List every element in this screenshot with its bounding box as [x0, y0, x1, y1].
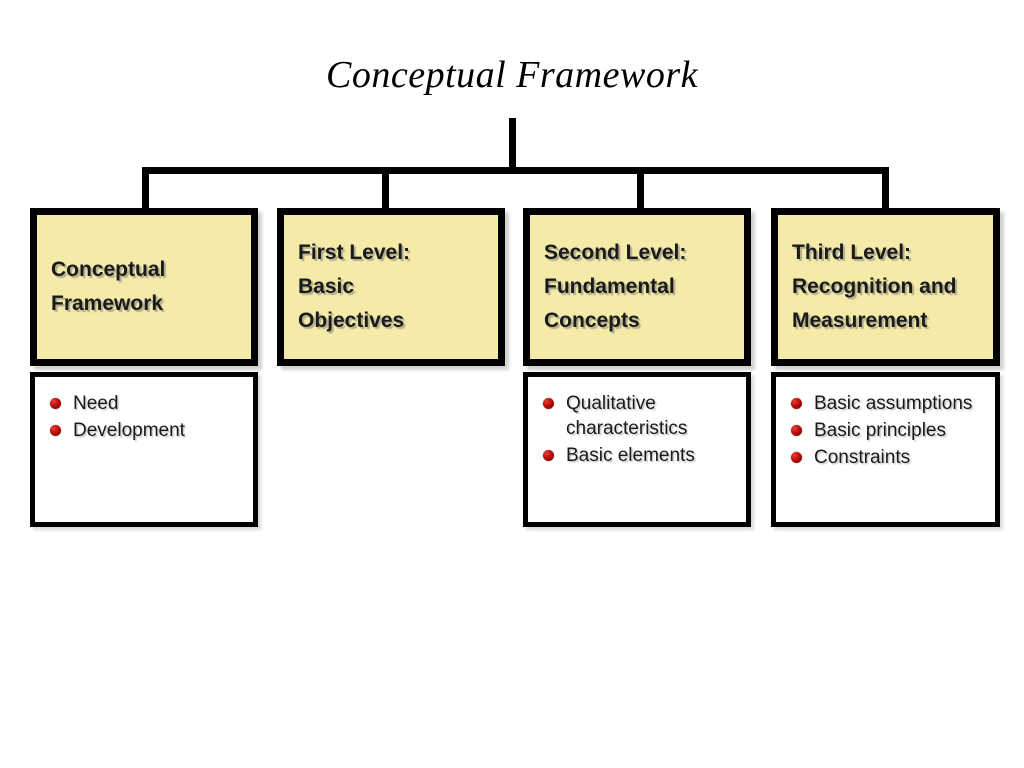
connector-drop-2: [382, 167, 389, 210]
list-item-label: Qualitative characteristics: [566, 393, 688, 440]
list-item[interactable]: Basic principles: [788, 418, 987, 443]
connector-drop-4: [882, 167, 889, 210]
list-item-label: Constraints: [814, 447, 911, 469]
bullet-list: Basic assumptions Basic principles Const…: [776, 377, 995, 470]
bullet-dot-icon: [791, 398, 802, 409]
list-item[interactable]: Basic elements: [540, 443, 738, 468]
list-item-label: Basic principles: [814, 420, 946, 442]
list-item[interactable]: Need: [47, 391, 245, 416]
bullet-dot-icon: [50, 425, 61, 437]
page-title: Conceptual Framework: [325, 54, 698, 96]
header-box-third-level[interactable]: Third Level: Recognition and Measurement: [771, 208, 1000, 366]
bullet-dot-icon: [791, 425, 802, 437]
connector-drop-1: [142, 167, 149, 210]
connector-drop-3: [637, 167, 644, 210]
connector-horizontal-bus: [142, 167, 889, 174]
header-box-second-level[interactable]: Second Level: Fundamental Concepts: [523, 208, 751, 366]
header-box-label: Second Level: Fundamental Concepts: [544, 240, 687, 333]
list-item[interactable]: Basic assumptions: [788, 391, 987, 416]
bullet-dot-icon: [543, 398, 554, 409]
header-box-conceptual-framework[interactable]: Conceptual Framework: [30, 208, 258, 366]
list-item[interactable]: Qualitative characteristics: [540, 391, 738, 441]
list-item[interactable]: Development: [47, 418, 245, 443]
header-box-label: First Level: Basic Objectives: [298, 240, 411, 333]
connector-title-stem: [509, 118, 516, 173]
bullet-dot-icon: [543, 450, 554, 462]
header-box-label: Conceptual Framework: [51, 257, 166, 315]
bullet-list: Need Development: [35, 377, 253, 443]
list-box-third-level[interactable]: Basic assumptions Basic principles Const…: [771, 372, 1000, 527]
list-item-label: Need: [73, 393, 119, 414]
list-box-second-level[interactable]: Qualitative characteristics Basic elemen…: [523, 372, 751, 527]
header-box-first-level[interactable]: First Level: Basic Objectives: [277, 208, 505, 366]
bullet-list: Qualitative characteristics Basic elemen…: [528, 377, 746, 468]
list-item[interactable]: Constraints: [788, 445, 987, 470]
list-item-label: Development: [73, 420, 185, 442]
list-box-conceptual-framework[interactable]: Need Development: [30, 372, 258, 527]
list-item-label: Basic elements: [566, 445, 695, 467]
list-item-label: Basic assumptions: [814, 393, 973, 414]
bullet-dot-icon: [791, 452, 802, 464]
header-box-label: Third Level: Recognition and Measurement: [792, 240, 957, 333]
bullet-dot-icon: [50, 398, 61, 409]
